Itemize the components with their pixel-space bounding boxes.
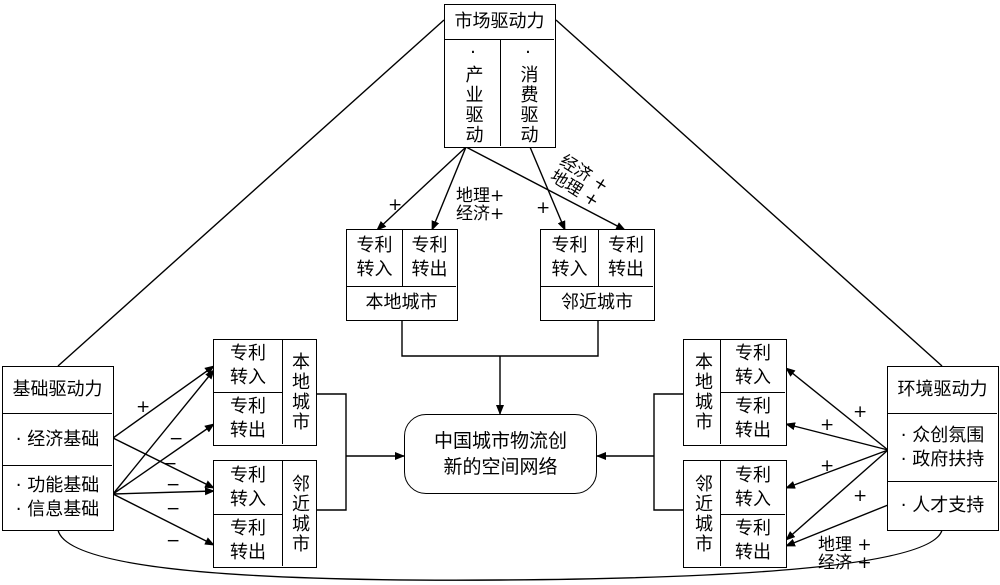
- plus-label: +: [388, 195, 403, 215]
- arrow-market-local-out: [431, 146, 467, 231]
- arrow-env-neighbor-out: [785, 449, 889, 541]
- env-driver-box: 环境驱动力 · 众创氛围 · 政府扶持 · 人才支持: [887, 366, 999, 531]
- plus-label: +: [853, 486, 868, 506]
- function-info-base-label: · 功能基础 · 信息基础: [3, 465, 112, 529]
- geo-econ-bottom-label: 地理 + 经济 +: [818, 535, 872, 573]
- plus-label: +: [136, 397, 151, 417]
- plus-label: +: [820, 415, 835, 435]
- edge-basic-to-env-bottom: [57, 529, 943, 581]
- geo-econ-label: 地理+ 经济+: [456, 186, 505, 224]
- arrow-market-neighbor-out: [465, 146, 626, 231]
- talent-support-label: · 人才支持: [888, 481, 997, 529]
- line-left-neighbor-bracket: [316, 456, 347, 511]
- line-left-local-bracket: [316, 393, 347, 456]
- patent-in-label: 专利 转入: [230, 464, 266, 510]
- patent-in-label: 专利 转入: [356, 235, 393, 280]
- edge-market-to-basic: [57, 19, 445, 367]
- local-city-label: 本地城市: [282, 340, 315, 444]
- industry-drive-label: ·产业驱动: [445, 39, 500, 146]
- line-local-top-down: [401, 320, 500, 357]
- minus-label: −: [166, 499, 181, 519]
- innovation-gov-label: · 众创氛围 · 政府扶持: [888, 413, 997, 481]
- arrow-econbase-local-in: [112, 365, 215, 439]
- local-city-top-box: 专利 转入 专利 转出 本地城市: [346, 229, 458, 321]
- patent-in-label: 专利 转入: [230, 343, 266, 388]
- local-city-label: 本地城市: [692, 352, 713, 432]
- arrow-funcbase-neighbor-out: [112, 493, 215, 546]
- arrow-talent-neighbor-out: [785, 504, 889, 547]
- patent-out-label: 专利 转出: [598, 230, 653, 286]
- patent-in-label: 专利 转入: [720, 461, 785, 514]
- env-driver-title: 环境驱动力: [897, 379, 988, 400]
- market-driver-box: 市场驱动力 ·产业驱动 ·消费驱动: [444, 4, 556, 148]
- arrow-funcbase-local-in: [112, 369, 215, 495]
- minus-label: −: [163, 454, 178, 474]
- arrow-env-local-in: [785, 367, 889, 451]
- left-local-city-box: 专利 转入 专利 转出 本地城市: [213, 339, 317, 446]
- neighbor-city-label: 邻近城市: [282, 461, 315, 566]
- patent-out-label: 专利 转出: [720, 392, 785, 444]
- patent-out-label: 专利 转出: [214, 514, 282, 566]
- consumption-drive-label: ·消费驱动: [500, 39, 554, 146]
- arrow-funcbase-neighbor-in: [112, 487, 215, 496]
- neighbor-city-top-box: 专利 转入 专利 转出 邻近城市: [540, 229, 655, 321]
- basic-driver-box: 基础驱动力 · 经济基础 · 功能基础 · 信息基础: [2, 366, 114, 531]
- line-neighbor-top-down: [500, 320, 599, 357]
- patent-out-label: 专利 转出: [214, 392, 282, 444]
- plus-label: +: [536, 198, 551, 218]
- local-city-label: 本地城市: [347, 286, 456, 319]
- arrow-econbase-neighbor-in: [112, 437, 215, 489]
- edge-market-to-env: [555, 19, 943, 367]
- arrow-env-neighbor-in: [785, 449, 889, 489]
- minus-label: −: [166, 475, 181, 495]
- patent-in-label: 专利 转入: [551, 235, 588, 280]
- arrow-funcbase-local-out: [112, 423, 215, 495]
- plus-label: +: [853, 402, 868, 422]
- arrow-market-local-in: [376, 146, 467, 231]
- right-local-city-box: 本地城市 专利 转入 专利 转出: [683, 339, 787, 446]
- economic-base-label: · 经济基础: [3, 413, 112, 465]
- arrow-market-neighbor-in: [529, 146, 566, 231]
- left-neighbor-city-box: 专利 转入 专利 转出 邻近城市: [213, 460, 317, 568]
- market-driver-title: 市场驱动力: [454, 11, 545, 32]
- logistics-innovation-network-hub: 中国城市物流创 新的空间网络: [404, 414, 597, 494]
- minus-label: −: [169, 429, 184, 449]
- patent-out-label: 专利 转出: [402, 230, 456, 286]
- neighbor-city-label: 邻近城市: [541, 286, 653, 319]
- arrow-env-local-out: [785, 422, 889, 451]
- right-neighbor-city-box: 邻近城市 专利 转入 专利 转出: [683, 460, 787, 568]
- basic-driver-title: 基础驱动力: [12, 379, 103, 400]
- plus-label: +: [820, 456, 835, 476]
- neighbor-city-label: 邻近城市: [692, 473, 713, 554]
- line-right-neighbor-bracket: [653, 456, 684, 511]
- patent-out-label: 专利 转出: [720, 514, 785, 566]
- line-right-local-bracket: [653, 393, 684, 456]
- patent-in-label: 专利 转入: [720, 340, 785, 392]
- minus-label: −: [166, 531, 181, 551]
